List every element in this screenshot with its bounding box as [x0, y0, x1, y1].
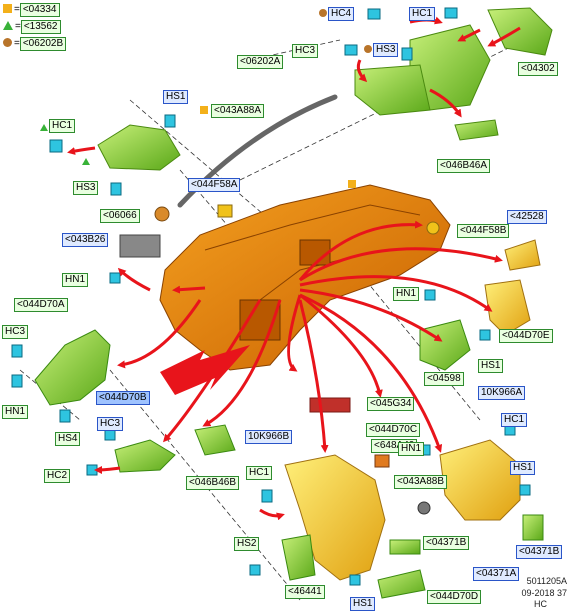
callout-hs1-d[interactable]: HS1 — [350, 597, 376, 611]
drawing-date: 09-2018 37 — [521, 588, 567, 598]
callout-06066[interactable]: <06066 — [100, 209, 140, 223]
callout-hc3-mid[interactable]: HC3 — [97, 417, 124, 431]
callout-46441[interactable]: <46441 — [285, 585, 325, 599]
right-bracket-part — [484, 279, 531, 336]
callout-044f58b[interactable]: <044F58B — [457, 224, 510, 238]
legend-row-triangle: =<13562 — [3, 20, 61, 34]
callout-04371b-b[interactable]: <04371B — [516, 545, 563, 559]
callout-hc1-left[interactable]: HC1 — [49, 119, 76, 133]
callout-04598[interactable]: <04598 — [424, 372, 464, 386]
top-sq-symbol2 — [200, 106, 208, 114]
right-strip-b — [389, 539, 421, 555]
right-bar-part — [504, 239, 541, 271]
callout-hc3[interactable]: HC3 — [292, 44, 319, 58]
brown-fastener — [154, 206, 170, 222]
callout-hs1[interactable]: HS1 — [163, 90, 189, 104]
assembly-arrows — [67, 16, 521, 521]
callout-hc1[interactable]: HC1 — [409, 7, 436, 21]
callout-046b46b[interactable]: <046B46B — [186, 476, 239, 490]
tri-symbol-b — [82, 158, 90, 165]
callout-043b26[interactable]: <043B26 — [62, 233, 109, 247]
callout-hn1-mid[interactable]: HN1 — [398, 442, 425, 456]
callout-04302[interactable]: <04302 — [518, 62, 558, 76]
callout-hc2[interactable]: HC2 — [44, 469, 71, 483]
vent-part — [309, 397, 351, 413]
drawing-code: HC — [534, 599, 547, 609]
grey-module-part — [119, 234, 161, 258]
top-cover-part — [487, 7, 553, 56]
callout-hs3-left[interactable]: HS3 — [73, 181, 99, 195]
tri-symbol-a — [40, 124, 48, 131]
callout-044d70e[interactable]: <044D70E — [499, 329, 553, 343]
right-strip-a — [522, 514, 544, 541]
callout-044d70b[interactable]: <044D70B — [96, 391, 150, 405]
callout-hc4[interactable]: HC4 — [328, 7, 355, 21]
callout-044f58a[interactable]: <044F58A — [188, 178, 241, 192]
legend-code[interactable]: <06202B — [19, 37, 67, 51]
center-stack-part — [284, 454, 386, 581]
callout-42528[interactable]: <42528 — [507, 210, 547, 224]
callout-hc1-mid[interactable]: HC1 — [246, 466, 273, 480]
legend-circle-symbol — [3, 38, 12, 47]
bottom-trim-part — [377, 569, 426, 599]
callout-hc3-left[interactable]: HC3 — [2, 325, 29, 339]
clip-fasteners — [11, 7, 531, 586]
callout-hs3[interactable]: HS3 — [373, 43, 399, 57]
callout-06202a[interactable]: <06202A — [237, 55, 284, 69]
callout-045g34[interactable]: <045G34 — [367, 397, 415, 411]
callout-044d70a[interactable]: <044D70A — [14, 298, 68, 312]
callout-hs4[interactable]: HS4 — [55, 432, 81, 446]
top-circ-symbol — [319, 9, 327, 17]
main-assembly-arrow — [160, 345, 250, 395]
callout-044d70d[interactable]: <044D70D — [427, 590, 482, 604]
hs3-circ-symbol — [364, 45, 372, 53]
knee-panel-part — [194, 424, 236, 456]
right-console-part — [439, 439, 521, 521]
right-side-trim — [419, 319, 471, 371]
callout-10k966b[interactable]: 10K966B — [245, 430, 293, 444]
yellow-clip-a — [217, 204, 233, 218]
callout-043a88b[interactable]: <043A88B — [394, 475, 447, 489]
bottom-strip-part — [281, 534, 316, 581]
left-cover-part — [97, 124, 181, 171]
upper-panel-part — [354, 64, 431, 116]
callout-044d70c[interactable]: <044D70C — [366, 423, 421, 437]
callout-046b46a[interactable]: <046B46A — [437, 159, 490, 173]
legend-row-square: =<04334 — [3, 3, 60, 17]
yellow-clip-b — [426, 221, 440, 235]
legend-code[interactable]: <04334 — [19, 3, 60, 17]
callout-hn1-left[interactable]: HN1 — [62, 273, 89, 287]
callout-hs1-b[interactable]: HS1 — [478, 359, 504, 373]
callout-hc1-right[interactable]: HC1 — [501, 413, 528, 427]
orange-clip — [374, 454, 390, 468]
legend-code[interactable]: <13562 — [20, 20, 61, 34]
callout-hs1-c[interactable]: HS1 — [510, 461, 536, 475]
left-trim-part — [34, 329, 111, 406]
callout-04371a[interactable]: <04371A — [473, 567, 520, 581]
legend-triangle-symbol — [3, 21, 13, 30]
top-sq-symbol — [348, 180, 356, 188]
callout-hs2[interactable]: HS2 — [234, 537, 260, 551]
lower-left-part — [114, 439, 176, 473]
callout-10k966a[interactable]: 10K966A — [478, 386, 526, 400]
callout-hn1-right[interactable]: HN1 — [393, 287, 420, 301]
drawing-number: 5011205A — [526, 576, 567, 586]
bracket-part — [454, 119, 499, 141]
legend-square-symbol — [3, 4, 12, 13]
callout-04371b-a[interactable]: <04371B — [423, 536, 470, 550]
grey-knob — [417, 501, 431, 515]
callout-hn1-left2[interactable]: HN1 — [2, 405, 29, 419]
legend-row-circle: =<06202B — [3, 37, 67, 51]
callout-043a88a[interactable]: <043A88A — [211, 104, 264, 118]
